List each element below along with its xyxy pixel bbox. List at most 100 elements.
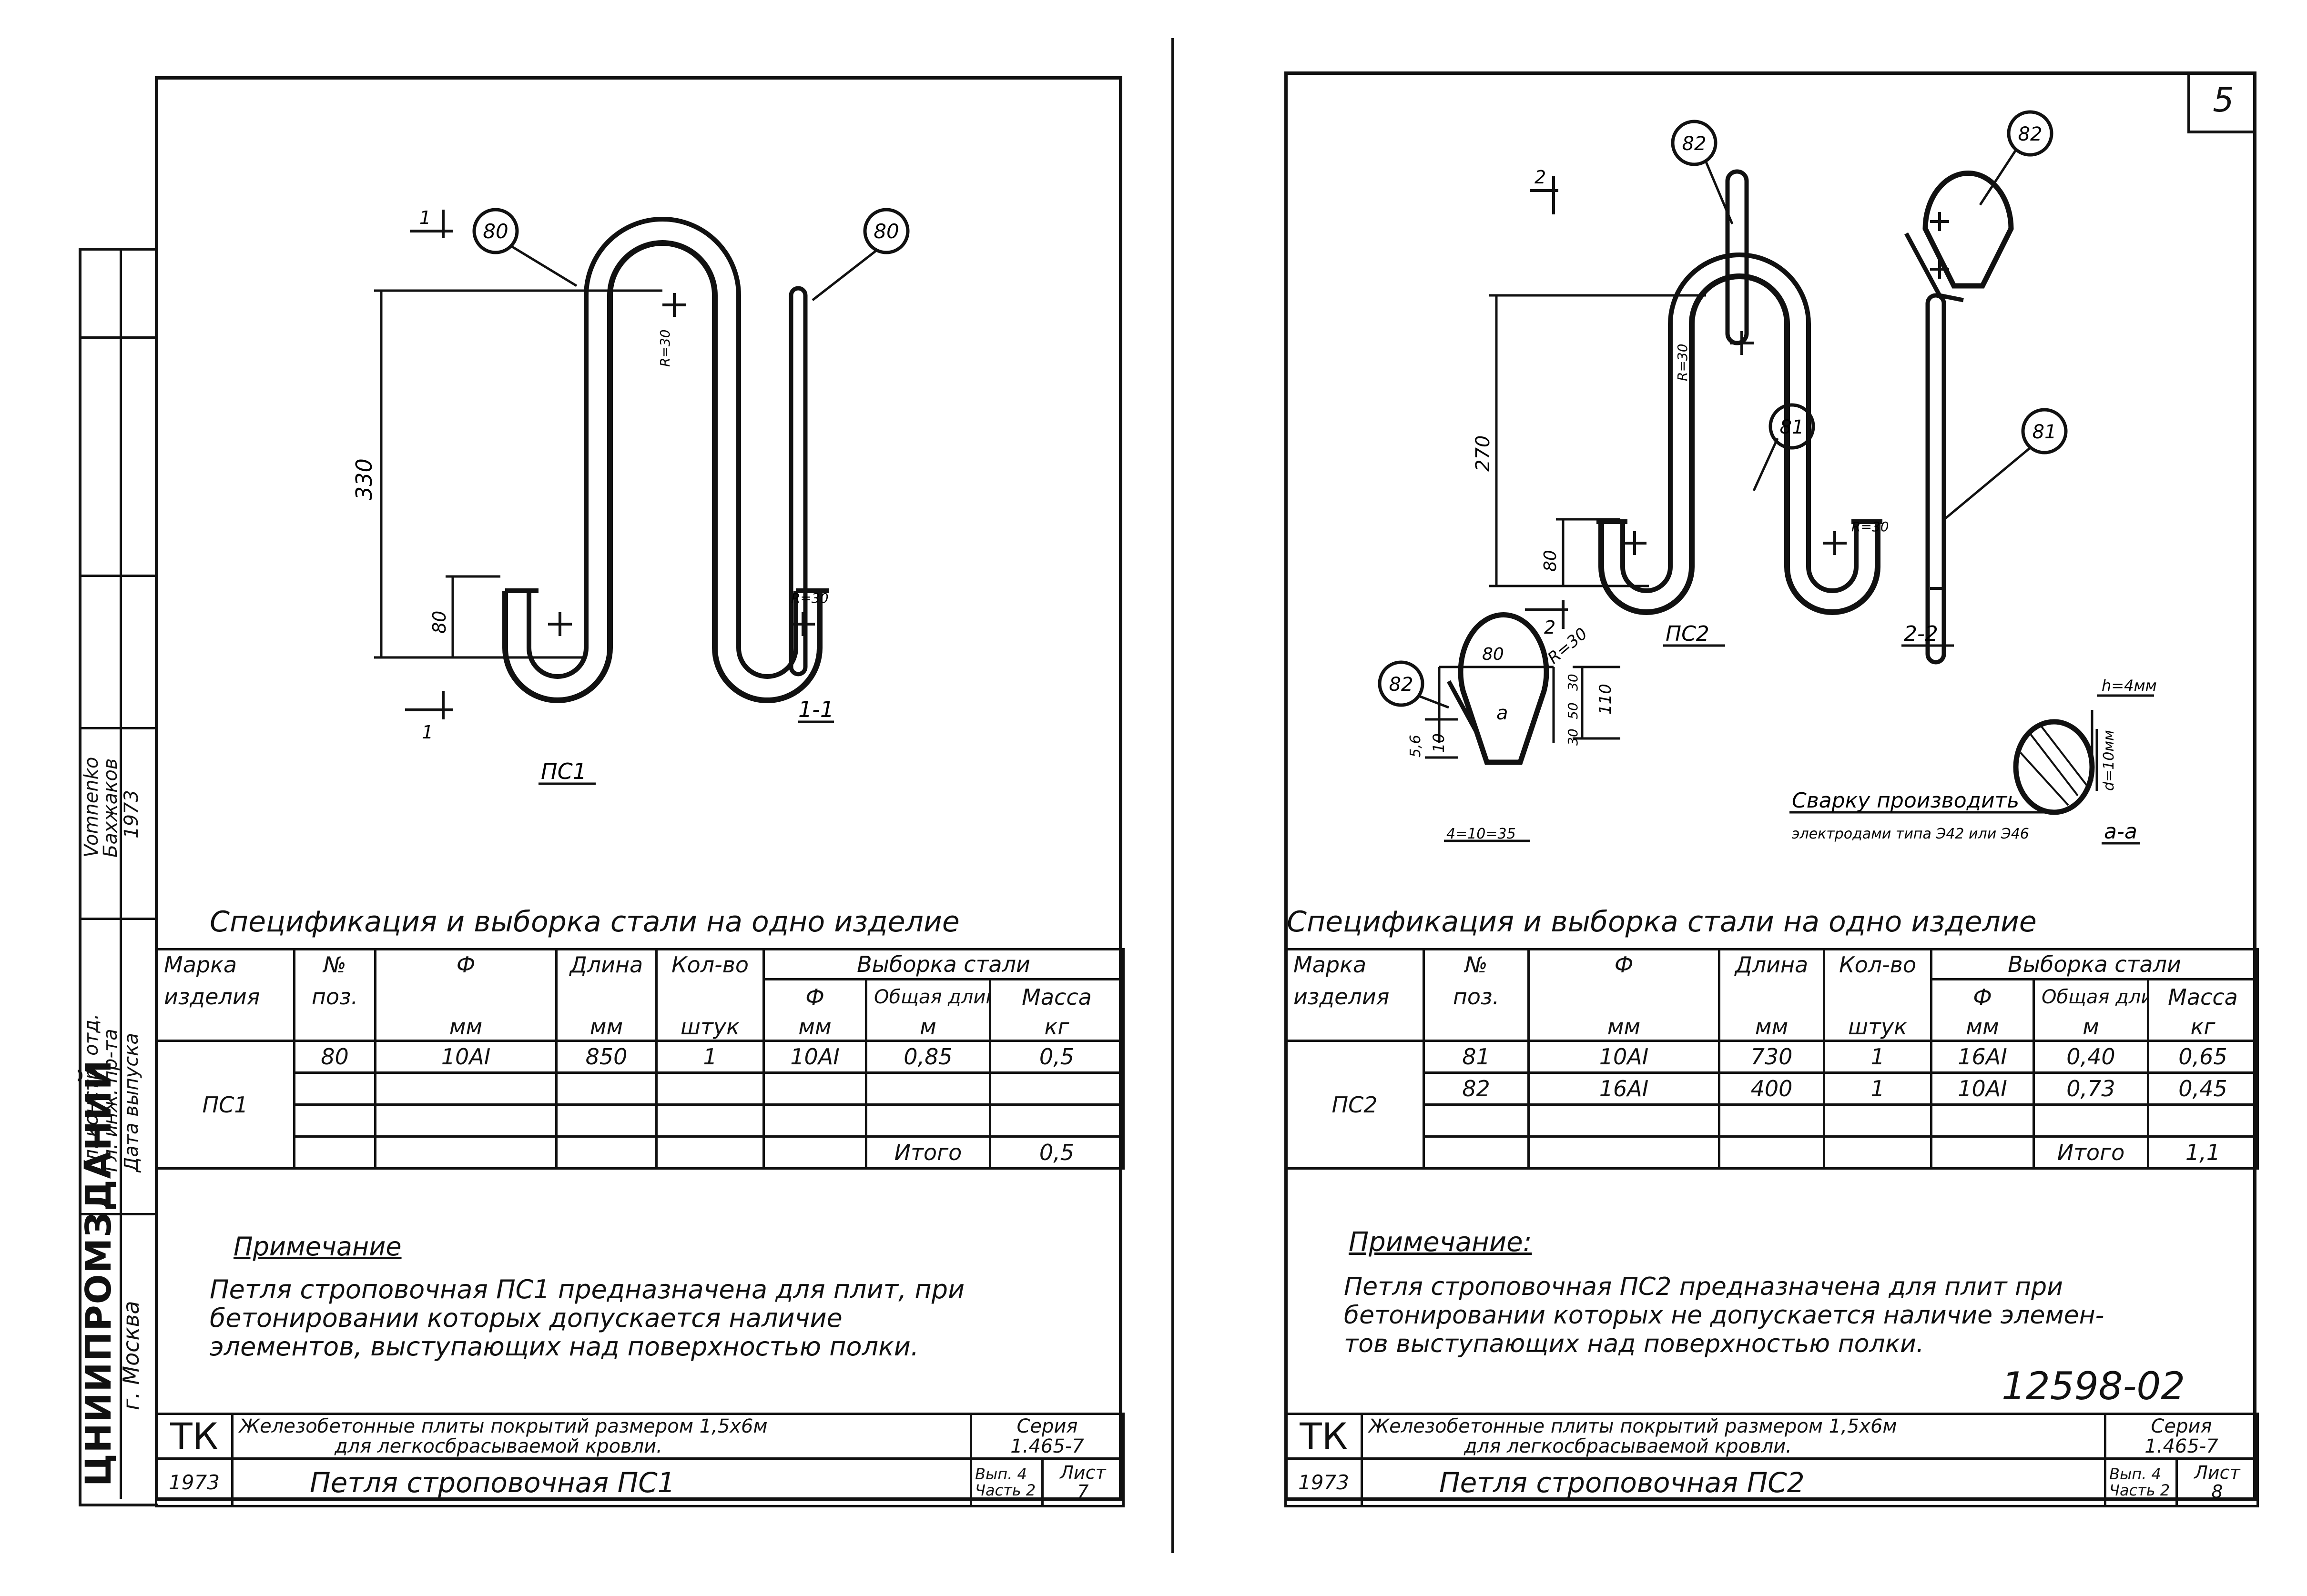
th-v-phi-unit: мм bbox=[1930, 1014, 2035, 1042]
right-drawing: 82 82 81 81 82 270 80 R=30 R=30 2 2 ПС2 … bbox=[1378, 110, 2157, 845]
stamp-role-1: Гл. констр. отд. bbox=[81, 1013, 102, 1172]
dim-50: 50 bbox=[1565, 702, 1581, 719]
dim-30a: 30 bbox=[1565, 674, 1581, 691]
cell-v-phi: 10АI bbox=[762, 1040, 867, 1074]
section-label-2-2: 2-2 bbox=[1904, 622, 1938, 646]
dim-weld: 4=10=35 bbox=[1446, 826, 1516, 842]
left-tb-series-label: Серия bbox=[1016, 1415, 1078, 1437]
section-mark-2-top: 2 bbox=[1535, 167, 1546, 188]
cell-v-len: 0,40 bbox=[2033, 1040, 2149, 1074]
view-label-ps1: ПС1 bbox=[541, 758, 587, 784]
th-v-mass-unit: кг bbox=[988, 1014, 1125, 1042]
dim-width-80: 80 bbox=[1482, 645, 1504, 664]
left-note-line-2: бетонировании которых допускается наличи… bbox=[210, 1303, 843, 1333]
cell-v-phi: 10АI bbox=[1930, 1071, 2035, 1106]
dim-r-bottom-ps2: R=30 bbox=[1851, 519, 1889, 535]
callout-right-1: 82 bbox=[1682, 133, 1707, 155]
right-note-line-1: Петля строповочная ПС2 предназначена для… bbox=[1344, 1273, 2063, 1301]
section-aa: а-а bbox=[2104, 819, 2137, 844]
cell-v-mass: 0,45 bbox=[2146, 1071, 2259, 1106]
th-poz: поз. bbox=[293, 979, 376, 1014]
left-tb-vyp: Вып. 4 bbox=[975, 1465, 1027, 1483]
th-vyborka: Выборка стали bbox=[762, 948, 1125, 980]
th-phi: Ф bbox=[1527, 948, 1720, 980]
left-tb-year: 1973 bbox=[155, 1457, 234, 1507]
left-tb-list-cell: Лист 7 bbox=[1041, 1457, 1125, 1507]
right-tb-series-label: Серия bbox=[2151, 1415, 2212, 1437]
th-v-mass: Масса bbox=[988, 978, 1125, 1014]
th-izdeliya: изделия bbox=[1284, 979, 1425, 1014]
table-row: ПС2 81 10АI 730 1 16АI 0,40 0,65 bbox=[1284, 1040, 2259, 1170]
left-note-line-3: элементов, выступающих над поверхностью … bbox=[210, 1332, 919, 1362]
dim-bottom: 80 bbox=[429, 611, 450, 634]
cell-len: 400 bbox=[1718, 1071, 1825, 1106]
dim-10: 10 bbox=[1430, 733, 1448, 753]
th-v-mass: Масса bbox=[2146, 978, 2259, 1014]
right-tb-list-cell: Лист 8 bbox=[2175, 1457, 2259, 1507]
th-phi-unit: мм bbox=[374, 1014, 558, 1042]
th-kolvo-unit: штук bbox=[1823, 1014, 1932, 1042]
dim-bottom-ps2: 80 bbox=[1541, 550, 1560, 572]
th-izdeliya: изделия bbox=[155, 979, 295, 1014]
left-tb-list: 7 bbox=[1077, 1481, 1089, 1502]
right-note-line-2: бетонировании которых не допускается нал… bbox=[1344, 1301, 2104, 1330]
callout-right-4: 81 bbox=[2033, 421, 2057, 443]
cell-v-len: 0,85 bbox=[865, 1040, 991, 1074]
cell-total-label: Итого bbox=[2033, 1135, 2149, 1170]
left-spec-title: Спецификация и выборка стали на одно изд… bbox=[210, 905, 960, 939]
right-tb-desc2: для легкосбрасываемой кровли. bbox=[1464, 1435, 1792, 1457]
section-mark-2-bottom: 2 bbox=[1544, 617, 1555, 638]
table-row: ПС1 80 10АI 850 1 10АI 0,85 0,5 bbox=[155, 1040, 1125, 1170]
th-marka: Марка bbox=[1284, 948, 1425, 980]
loop-ps2-outer bbox=[1598, 273, 1880, 615]
cell-qty: 1 bbox=[655, 1040, 765, 1074]
th-phi: Ф bbox=[374, 948, 558, 980]
cell-mark: ПС1 bbox=[155, 1040, 295, 1170]
view-label-ps2: ПС2 bbox=[1666, 622, 1709, 646]
th-kolvo: Кол-во bbox=[655, 948, 765, 980]
th-v-phi-unit: мм bbox=[762, 1014, 867, 1042]
cell-total-label: Итого bbox=[865, 1135, 991, 1170]
dim-height: 330 bbox=[351, 458, 377, 500]
loop-ps2-inner bbox=[1620, 253, 1859, 593]
weld-note-2: электродами типа Э42 или Э46 bbox=[1792, 826, 2029, 842]
stamp-name-1: Vomnenko bbox=[81, 757, 102, 858]
left-tb-series-cell: Серия 1.465-7 bbox=[970, 1413, 1125, 1460]
left-drawing: 80 80 330 80 R=30 R=30 1 1 1-1 ПС1 bbox=[351, 207, 910, 785]
cell-v-mass: 0,65 bbox=[2146, 1040, 2259, 1074]
th-phi-unit: мм bbox=[1527, 1014, 1720, 1042]
right-tb-series-cell: Серия 1.465-7 bbox=[2104, 1413, 2259, 1460]
right-note-title: Примечание: bbox=[1349, 1227, 1532, 1258]
th-vyborka: Выборка стали bbox=[1930, 948, 2259, 980]
stamp-role-3: Дата выпуска bbox=[121, 1033, 142, 1172]
cell-total-value: 1,1 bbox=[2146, 1135, 2259, 1170]
th-poz: поз. bbox=[1423, 979, 1530, 1014]
table-row: 82 16АI 400 1 10АI 0,73 0,45 bbox=[1286, 1071, 2259, 1106]
right-tb-chast: Часть 2 bbox=[2109, 1481, 2170, 1499]
cell-phi: 10АI bbox=[1527, 1040, 1720, 1074]
stamp-name-3: 1973 bbox=[121, 790, 142, 838]
left-tb-name: Петля строповочная ПС1 bbox=[231, 1457, 972, 1507]
callout-left-1: 80 bbox=[483, 220, 508, 243]
dim-angle: 5,6 bbox=[1407, 735, 1424, 758]
cell-poz: 81 bbox=[1423, 1040, 1530, 1074]
cell-qty: 1 bbox=[1823, 1040, 1932, 1074]
left-tb-series: 1.465-7 bbox=[1010, 1435, 1084, 1457]
left-spec-table: Марка № Ф Длина Кол-во Выборка стали изд… bbox=[155, 948, 1125, 1170]
th-v-phi: Ф bbox=[762, 978, 867, 1014]
right-tb-series: 1.465-7 bbox=[2144, 1435, 2218, 1457]
left-tb-desc: Железобетонные плиты покрытий размером 1… bbox=[231, 1413, 972, 1460]
th-no: № bbox=[293, 948, 376, 980]
left-stamp-strip bbox=[79, 248, 158, 1506]
th-dlina-unit: мм bbox=[1718, 1014, 1825, 1042]
cell-v-mass: 0,5 bbox=[988, 1040, 1125, 1074]
cell-poz: 80 bbox=[293, 1040, 376, 1074]
weld-note-1: Сварку производить bbox=[1792, 788, 2019, 813]
right-note-line-3: тов выступающих над поверхностью полки. bbox=[1344, 1330, 1924, 1358]
right-tb-tk: ТК bbox=[1284, 1413, 1363, 1460]
th-dlina: Длина bbox=[555, 948, 658, 980]
section-mark-top: 1 bbox=[419, 207, 431, 228]
th-v-mass-unit: кг bbox=[2146, 1014, 2259, 1042]
th-v-phi: Ф bbox=[1930, 978, 2035, 1014]
right-tb-name: Петля строповочная ПС2 bbox=[1361, 1457, 2106, 1507]
